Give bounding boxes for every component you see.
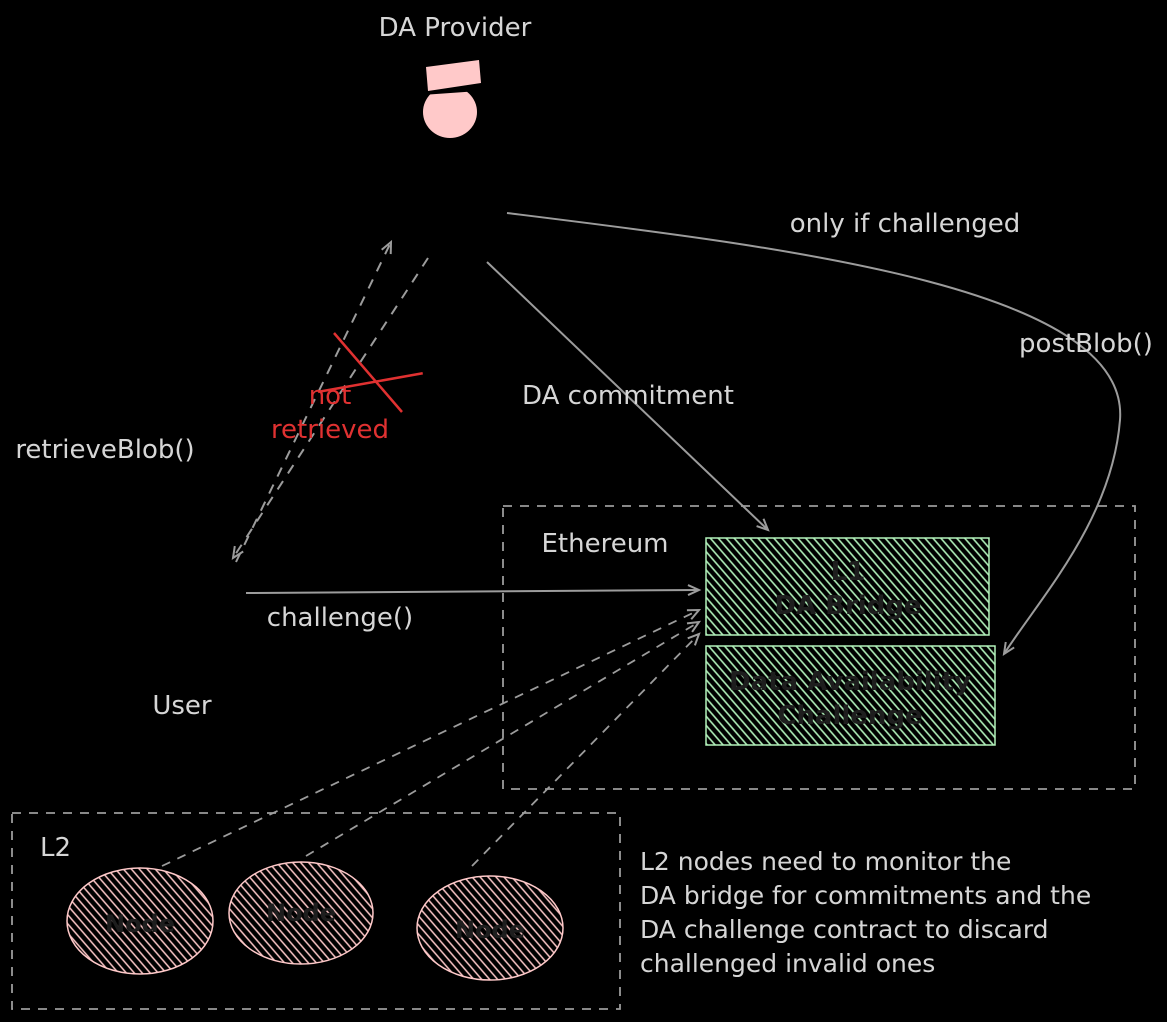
node-monitor-arrow-3 [471, 632, 701, 867]
red-x-icon [317, 332, 423, 413]
node-ellipse-3-shape [416, 875, 564, 981]
user-label: User [152, 691, 212, 721]
not-retrieved-label-line2: retrieved [271, 415, 389, 445]
note-line-3: DA challenge contract to discard [640, 915, 1049, 944]
da-challenge-box-rect [705, 645, 996, 746]
l2-container [11, 812, 621, 1010]
da-commitment-arrow [486, 261, 770, 532]
da-bridge-box-line1: L1 [831, 557, 866, 587]
node-ellipse-3: Node [416, 875, 564, 981]
node-ellipse-1: Node [66, 867, 214, 975]
person-icon [417, 60, 485, 138]
challenge-arrow [245, 584, 702, 596]
challenge-label: challenge() [267, 603, 413, 633]
da-challenge-box-line1: Data Availability [729, 667, 971, 697]
node-monitor-arrow-1 [161, 608, 702, 867]
node-ellipse-2: Node [228, 861, 374, 965]
person-head [423, 86, 477, 138]
retrieve-blob-arrow-down [231, 257, 429, 561]
node-label-3: Node [455, 916, 525, 944]
da-bridge-box-line2: DA Bridge [774, 591, 921, 621]
post-blob-label: postBlob() [1019, 329, 1153, 359]
post-blob-arrow [506, 212, 1122, 657]
note-line-1: L2 nodes need to monitor the [640, 847, 1011, 876]
node-label-1: Node [105, 910, 175, 938]
retrieve-blob-label: retrieveBlob() [15, 435, 194, 465]
node-ellipse-1-shape [66, 867, 214, 975]
not-retrieved-label-line1: not [309, 381, 352, 411]
da-provider-label: DA Provider [379, 13, 532, 43]
ethereum-container [502, 505, 1136, 790]
da-challenge-box: Data Availability Challenge [705, 645, 996, 746]
node-ellipse-2-shape [228, 861, 374, 965]
node-monitor-arrow-2 [305, 620, 702, 857]
da-bridge-box: L1 DA Bridge [705, 537, 990, 636]
person-hat-band [417, 81, 485, 96]
da-commitment-label: DA commitment [522, 381, 734, 411]
l2-label: L2 [40, 833, 71, 863]
note-line-4: challenged invalid ones [640, 949, 935, 978]
person-hat [426, 60, 481, 91]
note-text: L2 nodes need to monitor the DA bridge f… [640, 847, 1091, 978]
retrieve-blob-arrow-up [235, 239, 393, 563]
only-if-challenged-label: only if challenged [790, 209, 1021, 239]
da-challenge-box-line2: Challenge [777, 701, 922, 731]
node-label-2: Node [266, 899, 336, 927]
note-line-2: DA bridge for commitments and the [640, 881, 1091, 910]
ethereum-label: Ethereum [541, 529, 668, 559]
da-bridge-box-rect [705, 537, 990, 636]
